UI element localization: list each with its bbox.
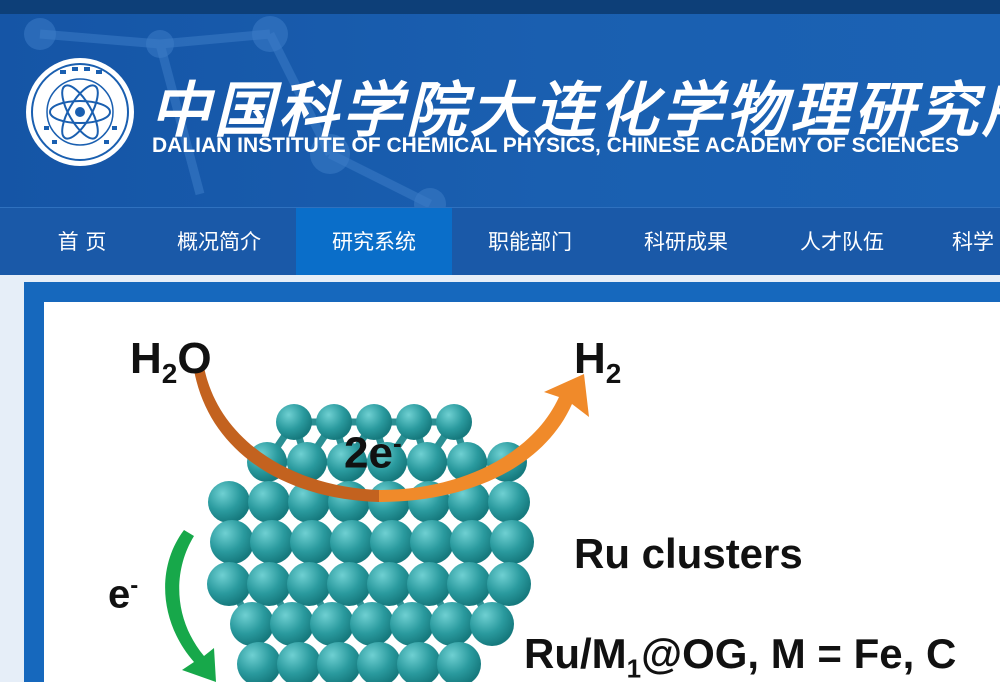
ru-atom — [310, 602, 354, 646]
ru-atom — [207, 562, 251, 606]
nav-item-label: 人才队伍 — [800, 230, 884, 254]
ru-atom — [370, 520, 414, 564]
nav-item-departments[interactable]: 职能部门 — [452, 208, 608, 276]
logo-chinese-name: 中国科学院大连化学物理研究所 — [150, 76, 1000, 146]
nav-item-home[interactable]: 首 页 — [30, 208, 134, 276]
catalyst-illustration — [165, 367, 589, 682]
ru-atom — [208, 481, 250, 523]
ru-atom — [270, 602, 314, 646]
logo-english-name: DALIAN INSTITUTE OF CHEMICAL PHYSICS, CH… — [152, 134, 960, 157]
top-strip — [0, 0, 1000, 14]
ru-atom — [317, 642, 361, 682]
h2o-label: H2O — [130, 334, 212, 389]
nav-item-talent[interactable]: 人才队伍 — [764, 208, 920, 276]
orange-arrow-icon — [379, 374, 589, 502]
ru-atom — [396, 404, 432, 440]
ru-atom — [250, 520, 294, 564]
molecule-decoration — [24, 16, 446, 207]
ru-atom — [350, 602, 394, 646]
nav-item-achievements[interactable]: 科研成果 — [608, 208, 764, 276]
ru-cluster-structure — [207, 404, 534, 682]
electron-label: e- — [108, 572, 139, 617]
catalyst-formula-label: Ru/M1@OG, M = Fe, C — [524, 630, 957, 682]
ru-atom — [230, 602, 274, 646]
ru-atom — [237, 642, 281, 682]
ru-atom — [490, 520, 534, 564]
ru-atom — [316, 404, 352, 440]
ru-atom — [430, 602, 474, 646]
ru-atom — [410, 520, 454, 564]
ru-atom — [390, 602, 434, 646]
ru-atom — [397, 642, 441, 682]
nav-item-science[interactable]: 科学 — [920, 208, 1000, 276]
ru-atom — [277, 642, 321, 682]
nav-item-label: 科研成果 — [644, 230, 728, 254]
ru-atom — [356, 404, 392, 440]
ru-atom — [436, 404, 472, 440]
nav-item-research[interactable]: 研究系统 — [296, 208, 452, 276]
green-arrow-icon — [165, 530, 216, 682]
ru-atom — [290, 520, 334, 564]
ru-atom — [367, 442, 407, 482]
ru-atom — [357, 642, 401, 682]
ru-atom — [327, 442, 367, 482]
ru-atom — [327, 562, 371, 606]
ru-atom — [330, 520, 374, 564]
nav-item-overview[interactable]: 概况简介 — [142, 208, 296, 276]
ru-atom — [450, 520, 494, 564]
ru-atom — [488, 481, 530, 523]
nav-item-label: 研究系统 — [332, 230, 416, 254]
nav-item-label: 首 页 — [57, 230, 107, 254]
header-banner: 中国科学院大连化学物理研究所 DALIAN INSTITUTE OF CHEMI… — [0, 14, 1000, 207]
ru-atom — [487, 562, 531, 606]
ru-atom — [210, 520, 254, 564]
two-electron-label: 2e- — [344, 428, 402, 478]
ru-atom — [287, 442, 327, 482]
ru-atom — [437, 642, 481, 682]
ru-atom — [276, 404, 312, 440]
ru-atom — [407, 562, 451, 606]
brown-arrow-icon — [194, 367, 379, 502]
news-slide-image[interactable]: H2O H2 2e- e- Ru clusters Ru/M1@OG, M = … — [44, 302, 1000, 682]
nav-item-label: 职能部门 — [488, 230, 572, 254]
ru-atom — [248, 481, 290, 523]
ru-atom — [367, 562, 411, 606]
ru-atom — [368, 481, 410, 523]
ru-atom — [287, 562, 331, 606]
ru-atom — [407, 442, 447, 482]
ru-atom — [470, 602, 514, 646]
nav-item-label: 概况简介 — [177, 230, 261, 254]
ru-clusters-label: Ru clusters — [574, 530, 803, 577]
main-nav: 首 页 概况简介 研究系统 职能部门 科研成果 人才队伍 科学 — [0, 207, 1000, 276]
nav-item-label: 科学 — [952, 230, 994, 254]
institute-seal-logo — [26, 58, 134, 166]
ru-atom — [247, 562, 291, 606]
h2-label: H2 — [574, 334, 622, 389]
ru-atom — [447, 562, 491, 606]
